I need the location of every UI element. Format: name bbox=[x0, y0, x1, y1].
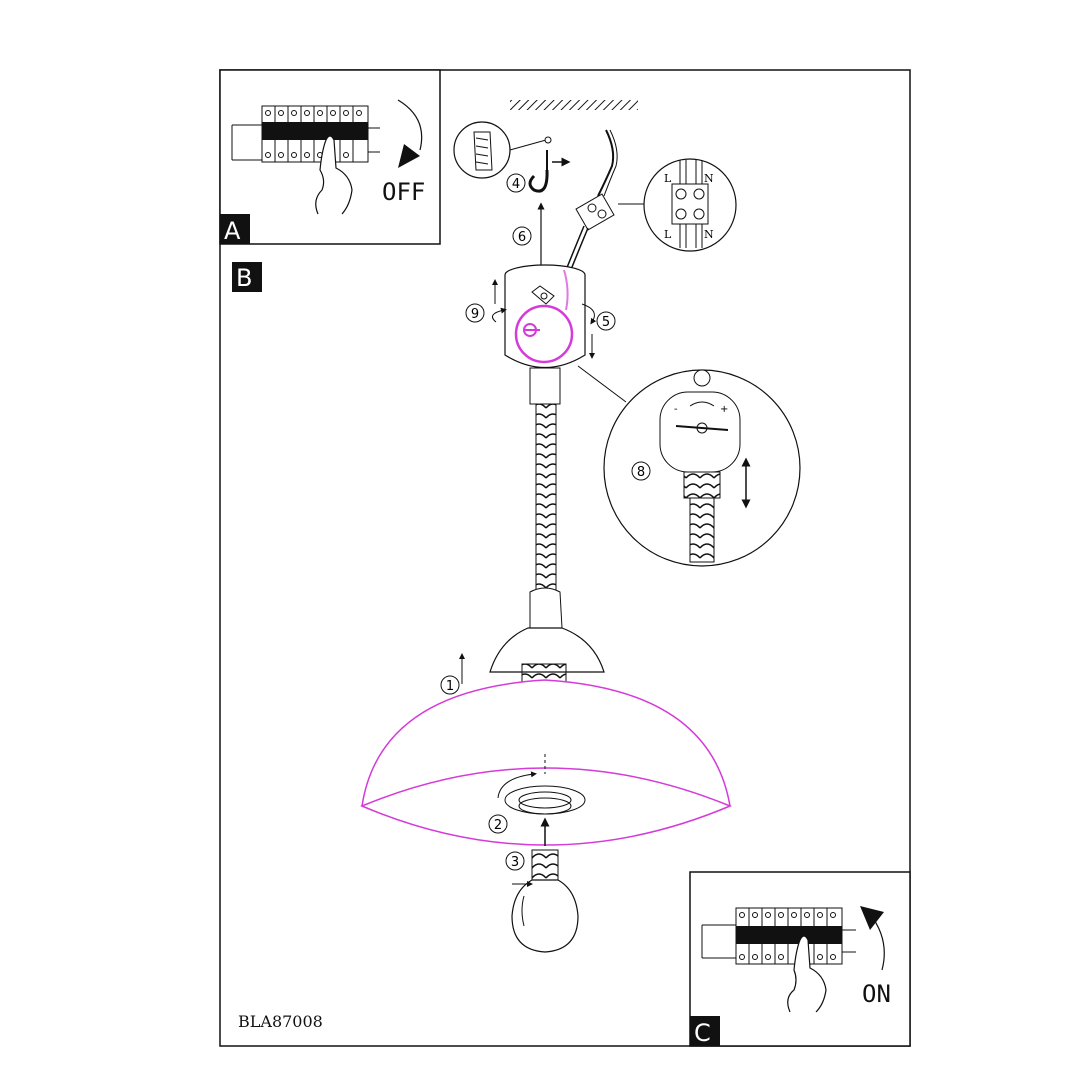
step-9-callout: 9 bbox=[465, 303, 485, 323]
shade-neck bbox=[489, 587, 605, 683]
hand-icon bbox=[315, 135, 353, 215]
wiring-detail: L N L N bbox=[643, 158, 737, 252]
wall-plug-detail bbox=[453, 121, 552, 179]
step-2-callout: 2 bbox=[488, 814, 508, 834]
arrow-head-icon bbox=[860, 906, 884, 930]
bulb-icon bbox=[511, 849, 579, 953]
terminal-l-top: L bbox=[664, 172, 672, 185]
terminal-n-top: N bbox=[704, 172, 714, 185]
off-label: OFF bbox=[382, 178, 425, 206]
hand-icon bbox=[787, 935, 827, 1013]
model-code: BLA87008 bbox=[238, 1012, 323, 1031]
step-8-label: 8 bbox=[637, 465, 645, 480]
step-8-callout: 8 bbox=[631, 461, 651, 481]
step-5-label: 5 bbox=[602, 315, 610, 330]
step-4-callout: 4 bbox=[506, 173, 526, 193]
canopy bbox=[504, 264, 586, 369]
height-adjust-detail: - + bbox=[603, 369, 801, 567]
cord-grip bbox=[514, 304, 574, 364]
ceiling-hook-icon bbox=[528, 150, 571, 193]
step-5-callout: 5 bbox=[596, 311, 616, 331]
ceiling-icon bbox=[510, 100, 638, 110]
step-3-label: 3 bbox=[511, 855, 519, 870]
breaker-box-off bbox=[231, 105, 380, 163]
panel-a-letter: A bbox=[224, 217, 241, 245]
panel-b-badge bbox=[232, 262, 262, 292]
shade-dome bbox=[360, 679, 732, 846]
shade-ring bbox=[504, 785, 586, 815]
adjust-minus: - bbox=[674, 404, 678, 415]
adjust-plus: + bbox=[720, 404, 728, 415]
panel-a-badge bbox=[220, 214, 250, 244]
step-4-label: 4 bbox=[512, 177, 520, 192]
page-frame bbox=[219, 69, 911, 1047]
on-label: ON bbox=[862, 980, 891, 1008]
step-2-label: 2 bbox=[494, 818, 502, 833]
panel-c-letter: C bbox=[694, 1019, 711, 1047]
step-1-callout: 1 bbox=[440, 675, 460, 695]
step-5-rotate-icon bbox=[581, 303, 597, 325]
rod-collar bbox=[529, 367, 561, 405]
panel-c: ON C bbox=[689, 871, 911, 1047]
mains-wire bbox=[597, 129, 618, 197]
terminal-n-bottom: N bbox=[704, 228, 714, 241]
step-3-callout: 3 bbox=[505, 851, 525, 871]
rotate-arrow-icon bbox=[397, 99, 423, 151]
step-1-label: 1 bbox=[446, 679, 454, 694]
detail-8-leader bbox=[577, 365, 627, 403]
step-6-callout: 6 bbox=[512, 226, 532, 246]
panel-c-badge bbox=[690, 1016, 720, 1046]
panel-b-letter: B bbox=[236, 264, 252, 292]
arrow-head-icon bbox=[398, 144, 420, 168]
terminal-l-bottom: L bbox=[664, 228, 672, 241]
panel-a: OFF A bbox=[219, 69, 441, 245]
step-9-rotate-icon bbox=[491, 307, 507, 323]
rope-rod bbox=[535, 403, 557, 591]
breaker-box-on bbox=[701, 907, 856, 965]
step-6-label: 6 bbox=[518, 230, 526, 245]
step-2-rotate-icon bbox=[497, 771, 537, 799]
step-9-label: 9 bbox=[471, 307, 479, 322]
